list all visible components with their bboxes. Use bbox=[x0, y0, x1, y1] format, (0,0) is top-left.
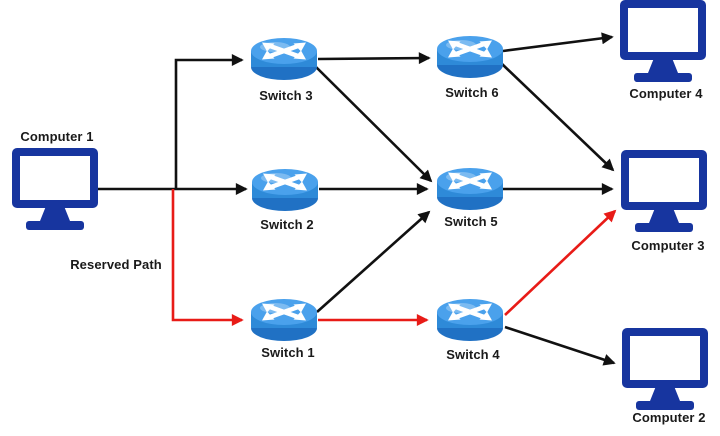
edge-switch6-to-computer4 bbox=[502, 32, 614, 53]
edge-switch4-to-computer2 bbox=[504, 325, 616, 366]
switch6-label: Switch 6 bbox=[445, 85, 499, 100]
computer2-label: Computer 2 bbox=[632, 410, 706, 425]
edge-switch4-to-computer3 bbox=[504, 209, 617, 316]
switch4-label: Switch 4 bbox=[446, 347, 500, 362]
switch6-icon bbox=[437, 36, 503, 78]
computer3-label: Computer 3 bbox=[631, 238, 705, 253]
switch2-icon bbox=[252, 169, 318, 211]
computer4-label: Computer 4 bbox=[629, 86, 703, 101]
reserved-path-label: Reserved Path bbox=[70, 257, 162, 272]
edge-switch6-to-computer3 bbox=[500, 62, 615, 172]
switch4-icon bbox=[437, 299, 503, 341]
computer4-icon bbox=[620, 0, 706, 82]
computer1-icon bbox=[12, 148, 98, 230]
edge-switch1-to-switch5 bbox=[316, 210, 431, 313]
switch3-icon bbox=[251, 38, 317, 80]
computer2-icon bbox=[622, 328, 708, 410]
edge-layer bbox=[98, 32, 617, 366]
edge-switch3-to-switch5 bbox=[313, 64, 433, 183]
switch3-label: Switch 3 bbox=[259, 88, 313, 103]
computer1-label: Computer 1 bbox=[20, 129, 94, 144]
computer3-icon bbox=[621, 150, 707, 232]
edge-switch3-to-switch6 bbox=[317, 52, 431, 65]
switch5-label: Switch 5 bbox=[444, 214, 498, 229]
switch2-label: Switch 2 bbox=[260, 217, 314, 232]
edge-computer1-to-switch3 bbox=[174, 54, 244, 189]
switch5-icon bbox=[437, 168, 503, 210]
switch1-label: Switch 1 bbox=[261, 345, 315, 360]
edge-computer1-to-switch1 bbox=[171, 189, 244, 326]
switch1-icon bbox=[251, 299, 317, 341]
